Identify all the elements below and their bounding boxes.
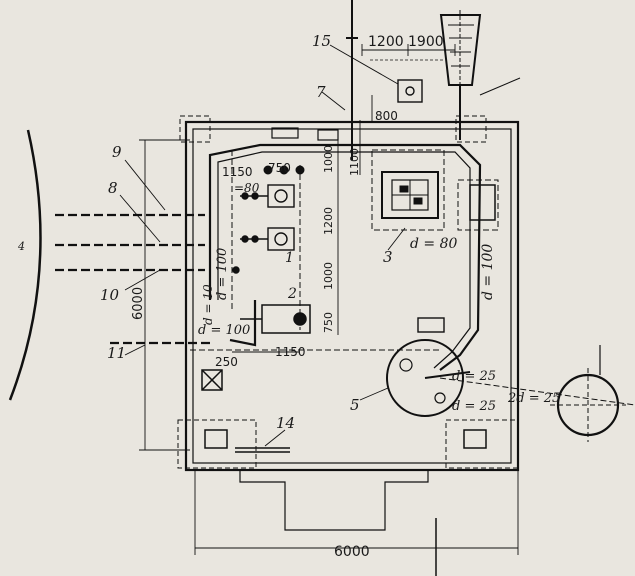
main-pipework (208, 143, 482, 371)
exterior-arc (8, 129, 42, 401)
dim-1100: 1100 (348, 148, 361, 176)
trough-14 (235, 447, 290, 453)
left-6000-dimension (139, 139, 190, 451)
callout-15: 15 (312, 32, 331, 50)
diam-25-c: 2d = 25 (507, 391, 560, 406)
corner-footings (177, 115, 519, 469)
bottom-6000-dimension (194, 470, 519, 576)
callout-9: 9 (112, 143, 122, 161)
pump-group-1 (232, 184, 295, 274)
callout-7: 7 (316, 83, 326, 101)
callout-4: 4 (17, 240, 25, 253)
dim-750-top: 750 (268, 161, 291, 175)
ventilation-box-15 (370, 59, 445, 103)
dim-stack-offset: 800 (375, 109, 398, 123)
dim-1150-top: 1150 (222, 165, 253, 179)
interior-dimension-lines (232, 120, 361, 353)
dim-1000-b: 1000 (322, 262, 335, 290)
diam-10-left: d = 10 (201, 284, 215, 325)
boiler-5 (386, 317, 471, 417)
diam-100-left: d = 100 (215, 248, 230, 300)
dim-6000-bottom: 6000 (334, 544, 370, 560)
dim-top-right: 1900 (408, 34, 444, 50)
top-dimension-lines (361, 44, 456, 122)
callout-8: 8 (108, 179, 118, 197)
dim-1000-a: 1000 (322, 145, 335, 173)
boiler-3 (381, 171, 439, 219)
callout-14: 14 (276, 414, 295, 432)
diam-25-a: d = 25 (452, 369, 496, 384)
foundation (239, 470, 429, 531)
dim-6000-left: 6000 (131, 287, 146, 320)
callout-3: 3 (383, 248, 393, 266)
callout-1: 1 (285, 250, 294, 266)
dim-1200-v: 1200 (322, 207, 335, 235)
dim-top-left: 1200 (368, 34, 404, 50)
diam-25-b: d = 25 (452, 399, 496, 414)
pump-2 (240, 304, 311, 334)
top-valves (263, 127, 339, 175)
inlet-pipe-top (346, 0, 358, 160)
inlet-pipes-left (55, 213, 210, 345)
callout-leaders-interior (264, 44, 406, 447)
dim-1150-bottom: 1150 (275, 345, 306, 359)
dim-250: 250 (215, 355, 238, 369)
corner-posts (204, 429, 487, 449)
diam-80-right: d = 80 (410, 236, 458, 252)
dim-750-v: 750 (322, 312, 335, 333)
chimney (439, 10, 482, 140)
chimney-leader (479, 77, 521, 96)
callout-11: 11 (107, 344, 126, 362)
box-4 (201, 369, 223, 391)
callout-5: 5 (350, 396, 360, 414)
callout-2: 2 (287, 286, 297, 302)
diam-100-bottom: d = 100 (198, 323, 250, 338)
diam-80-small: =80 (234, 181, 260, 195)
callout-10: 10 (100, 286, 120, 304)
external-tank (550, 345, 626, 442)
diam-100-right: d = 100 (480, 244, 496, 300)
right-cabinet (469, 184, 496, 221)
